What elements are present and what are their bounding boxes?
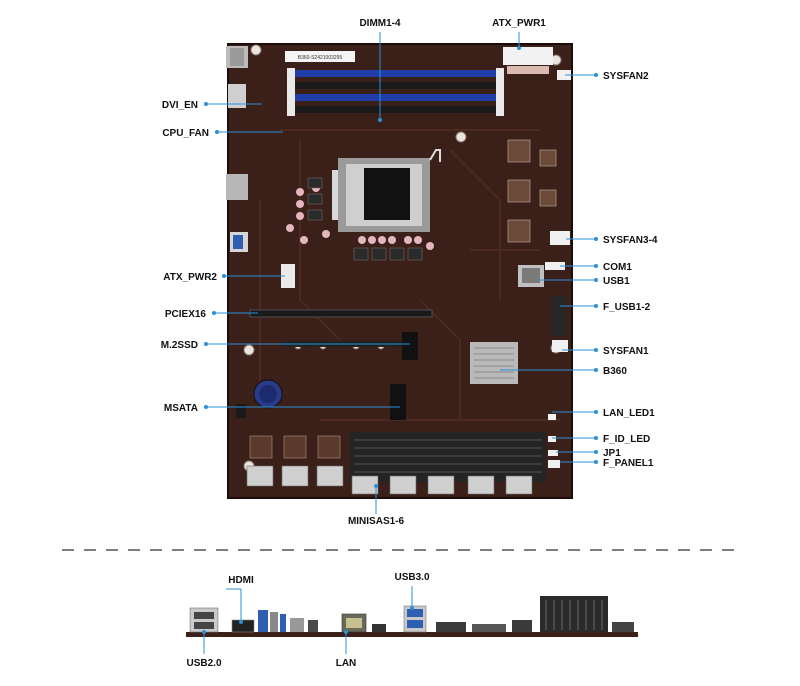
msata-slot bbox=[236, 404, 246, 418]
label-com1: COM1 bbox=[603, 262, 632, 273]
label-msata: MSATA bbox=[164, 403, 198, 414]
label-jp1: JP1 bbox=[603, 448, 621, 459]
board-labels: DIMM1-4 ATX_PWR1 SYSFAN2 DVI_EN CPU_FAN … bbox=[161, 18, 658, 527]
label-b360: B360 bbox=[603, 366, 627, 377]
pciex16-slot bbox=[250, 310, 432, 317]
label-usb3: USB3.0 bbox=[394, 572, 429, 583]
label-cpu-fan: CPU_FAN bbox=[162, 128, 209, 139]
label-f-panel1: F_PANEL1 bbox=[603, 458, 654, 469]
motherboard-side-view bbox=[186, 596, 638, 637]
label-lan: LAN bbox=[336, 658, 357, 669]
motherboard-top-view: B360-S2421003295 bbox=[226, 43, 573, 499]
sysfan1-header bbox=[552, 340, 568, 352]
side-pcb bbox=[186, 632, 638, 637]
lan-led1-header bbox=[548, 414, 556, 420]
label-sysfan3-4: SYSFAN3-4 bbox=[603, 235, 658, 246]
label-usb2: USB2.0 bbox=[186, 658, 221, 669]
vrm-components bbox=[286, 139, 557, 261]
f-id-led-header bbox=[548, 436, 556, 442]
label-dvi-en: DVI_EN bbox=[162, 100, 198, 111]
sysfan2-header bbox=[557, 70, 571, 80]
pcb bbox=[228, 44, 572, 498]
f-panel1-header bbox=[548, 460, 560, 468]
f-usb-header bbox=[552, 296, 566, 336]
label-f-id-led: F_ID_LED bbox=[603, 434, 650, 445]
label-hdmi: HDMI bbox=[228, 575, 254, 586]
label-f-usb: F_USB1-2 bbox=[603, 302, 651, 313]
pcb-edge-shade bbox=[227, 43, 573, 499]
cpu-socket bbox=[332, 149, 441, 232]
label-atx-pwr1: ATX_PWR1 bbox=[492, 18, 546, 29]
side-heatsink bbox=[540, 596, 608, 632]
label-sysfan1: SYSFAN1 bbox=[603, 346, 649, 357]
leader-lines bbox=[204, 32, 598, 514]
io-labels: HDMI USB3.0 USB2.0 LAN bbox=[186, 572, 429, 669]
com1-header bbox=[545, 262, 565, 270]
serial-sticker bbox=[285, 51, 355, 62]
rear-io-left bbox=[226, 46, 248, 252]
sysfan3-4-header bbox=[550, 231, 570, 245]
io-leader-lines bbox=[202, 586, 414, 654]
minisas-connectors bbox=[246, 465, 533, 495]
label-usb1: USB1 bbox=[603, 276, 630, 287]
serial-sticker-text: B360-S2421003295 bbox=[298, 55, 343, 61]
label-minisas: MINISAS1-6 bbox=[348, 516, 405, 527]
b360-chipset bbox=[470, 342, 518, 384]
label-dimm: DIMM1-4 bbox=[359, 18, 401, 29]
minisas-ics bbox=[249, 435, 341, 459]
label-lan-led1: LAN_LED1 bbox=[603, 408, 655, 419]
label-atx-pwr2: ATX_PWR2 bbox=[163, 272, 217, 283]
jp1-header bbox=[548, 450, 558, 456]
label-pciex16: PCIEX16 bbox=[165, 309, 207, 320]
dimm-slots bbox=[287, 68, 504, 116]
label-sysfan2: SYSFAN2 bbox=[603, 71, 649, 82]
label-m2ssd: M.2SSD bbox=[161, 340, 198, 351]
atx-pwr1-connector bbox=[503, 47, 553, 65]
hdmi-port bbox=[231, 619, 255, 633]
atx-pwr2-connector bbox=[281, 264, 295, 288]
minisas-heatsink bbox=[350, 432, 546, 482]
